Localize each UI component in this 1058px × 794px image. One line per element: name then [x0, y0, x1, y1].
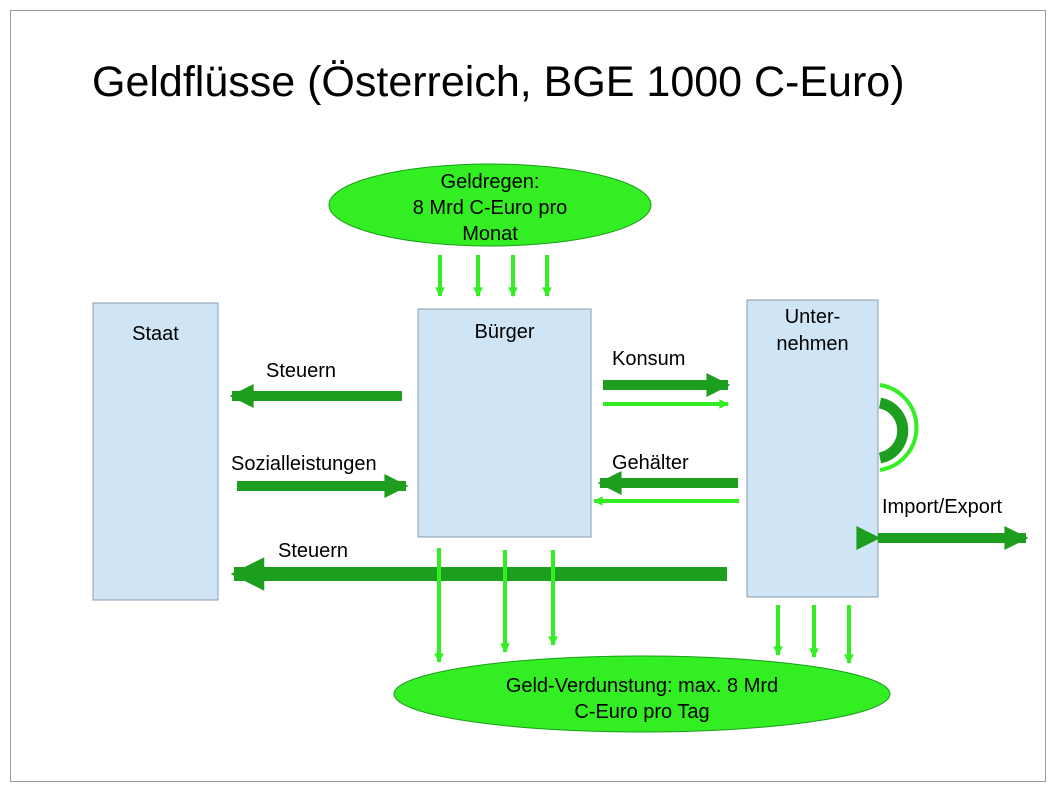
staat-label: Staat [132, 323, 179, 345]
geldregen-label-line3: Monat [462, 223, 518, 245]
buerger-label: Bürger [474, 321, 534, 343]
self-loop-arrow [878, 383, 919, 472]
verdunstung-label-line1: Geld-Verdunstung: max. 8 Mrd [506, 675, 778, 697]
konsum-label: Konsum [612, 348, 685, 370]
verdunstung-label-line2: C-Euro pro Tag [574, 701, 709, 723]
unternehmen-label-line1: Unter- [785, 306, 841, 328]
import-export-label: Import/Export [882, 496, 1002, 518]
geldregen-label-line1: Geldregen: [441, 171, 540, 193]
sozialleistungen-label: Sozialleistungen [231, 453, 377, 475]
slide-frame [10, 10, 1046, 782]
geldregen-ellipse [328, 163, 652, 247]
unternehmen-label-line2: nehmen [776, 333, 848, 355]
steuern-label-unternehmen: Steuern [278, 540, 348, 562]
buerger-box [417, 308, 592, 538]
gehaelter-label: Gehälter [612, 452, 689, 474]
verdunstung-ellipse [393, 655, 891, 733]
unternehmen-box [746, 299, 879, 598]
staat-box [92, 302, 219, 601]
diagram-title: Geldflüsse (Österreich, BGE 1000 C-Euro) [92, 58, 905, 106]
geldregen-label-line2: 8 Mrd C-Euro pro [413, 197, 568, 219]
steuern-label-buerger: Steuern [266, 360, 336, 382]
